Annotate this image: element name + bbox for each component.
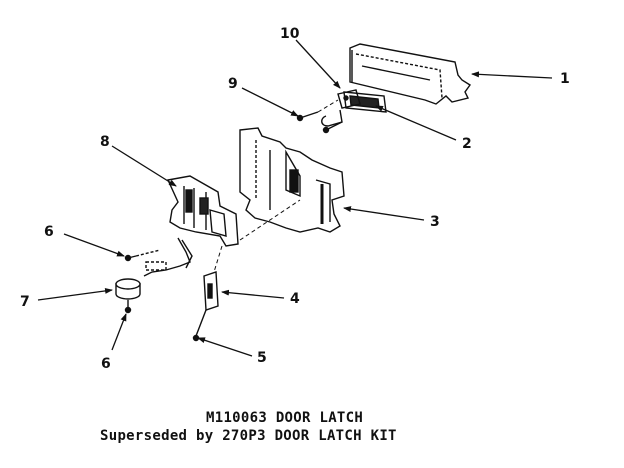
callout-6-lower: 6 <box>101 356 111 372</box>
alignment-line-upper <box>317 99 339 113</box>
part-7-bumper <box>115 278 141 300</box>
callout-8: 8 <box>100 134 110 150</box>
callout-3: 3 <box>430 214 440 230</box>
part-1-frame <box>349 43 472 105</box>
alignment-line-lower <box>213 245 223 273</box>
part-8-latch-assembly <box>143 175 239 277</box>
part-3-door-bracket <box>239 127 345 233</box>
callout-2: 2 <box>462 136 472 152</box>
part-9-screw <box>296 111 343 134</box>
callout-4: 4 <box>290 291 300 307</box>
callout-5: 5 <box>257 350 267 366</box>
part-10-hook <box>321 89 361 127</box>
callout-9: 9 <box>228 76 238 92</box>
part-6-screw-upper <box>124 249 161 262</box>
callout-6-upper: 6 <box>44 224 54 240</box>
part-5-screw <box>192 309 207 342</box>
caption-model-line: M110063 DOOR LATCH <box>206 410 364 426</box>
alignment-line-center <box>239 199 301 241</box>
callout-10: 10 <box>280 26 300 42</box>
part-6-screw-lower <box>124 300 132 314</box>
caption-superseded-line: Superseded by 270P3 DOOR LATCH KIT <box>100 428 397 444</box>
callout-7: 7 <box>20 294 30 310</box>
part-4-keeper-plate <box>203 271 219 311</box>
leader-lines <box>37 39 553 357</box>
callout-1: 1 <box>560 71 570 87</box>
part-2-strike-plate <box>343 91 387 113</box>
